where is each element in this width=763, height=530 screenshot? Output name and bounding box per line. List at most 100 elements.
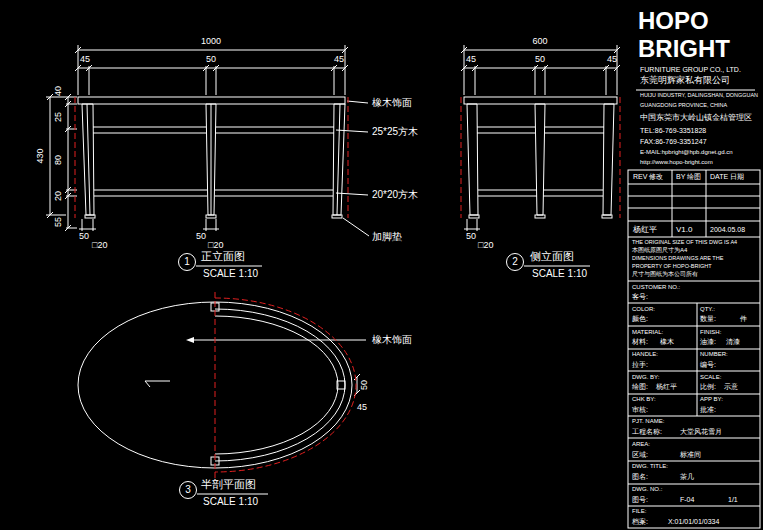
title-block-text: 颜色: <box>632 315 648 323</box>
title-block-text: 标准间 <box>680 451 701 459</box>
dimension-label: 45 <box>80 55 90 65</box>
title-block-text: DWG. BY: <box>632 374 659 381</box>
dimension-label: 橡木饰面 <box>372 97 412 108</box>
title-block-text: 图名: <box>632 473 648 481</box>
title-block-text: 比例: <box>700 383 716 391</box>
title-block-text: 数量: <box>700 315 716 323</box>
title-block-text: 材料: <box>632 338 648 346</box>
title-block-text: DWG. TITLE: <box>632 463 668 470</box>
view-number-circle: 1 <box>178 253 196 271</box>
title-block-text: 杨红平 <box>656 383 677 391</box>
title-block-text: COLOR: <box>632 306 655 313</box>
title-block-text: 橡木 <box>660 338 674 346</box>
title-block-text: E-MAIL:hpbright@hpb.dgnet.gd.cn <box>640 149 732 156</box>
title-block-text: 尺寸与图纸为本公司所有 <box>632 271 698 278</box>
dimension-label: 侧立面图 <box>530 250 574 262</box>
title-block-text: PROPERTY OF HOPO-BRIGHT <box>632 263 712 269</box>
title-block-text: 杨红平 <box>633 226 657 235</box>
title-block-text: FURNITURE GROUP CO., LTD. <box>640 66 741 74</box>
dimension-label: 50 <box>79 232 89 242</box>
title-block-text: AREA: <box>632 441 650 448</box>
dimension-label: 1000 <box>201 37 221 47</box>
view-number: 3 <box>185 485 191 495</box>
dimension-label: 50 <box>360 380 370 390</box>
title-block-text: 绘图: <box>632 383 648 391</box>
title-block-text: 拉手: <box>632 361 648 369</box>
dimension-label: 50 <box>196 232 206 242</box>
dimension-label: 430 <box>36 148 46 163</box>
view-number-circle: 3 <box>179 481 197 499</box>
dimension-label: □20 <box>92 241 107 251</box>
dimension-label: 25 <box>54 112 64 122</box>
title-block-text: MATERIAL: <box>632 329 663 336</box>
title-block-text: 2004.05.08 <box>710 226 745 234</box>
title-block-text: 茶几 <box>680 473 694 481</box>
dimension-label: 55 <box>54 217 64 227</box>
title-block-text: 1/1 <box>728 496 738 504</box>
dimension-label: 50 <box>206 55 216 65</box>
title-block-text: V1.0 <box>676 226 692 235</box>
title-block-text: 档案: <box>632 518 648 526</box>
title-block-text: 东莞明辉家私有限公司 <box>640 76 730 86</box>
title-block-text: HOPO <box>638 8 709 34</box>
view-number-circle: 2 <box>506 253 524 271</box>
title-block-text: X:01/01/01/0334 <box>668 518 719 526</box>
dimension-label: 橡木饰面 <box>372 334 412 345</box>
title-block-text: DWG. NO.: <box>632 486 662 493</box>
title-block-text: 图号: <box>632 496 648 504</box>
title-block-text: BY 绘图 <box>676 173 701 181</box>
title-block-text: 清漆 <box>726 338 740 346</box>
dimension-label: 20*20方木 <box>372 189 418 200</box>
dimension-label: 半剖平面图 <box>201 478 256 490</box>
title-block-text: FILE: <box>632 508 646 515</box>
dimension-label: SCALE 1:10 <box>203 496 258 507</box>
title-block-text: REV 修改 <box>633 173 663 181</box>
title-block-text: SCALE: <box>700 374 721 381</box>
dimension-label: □20 <box>478 241 493 251</box>
title-block-text: http://www.hopo-bright.com <box>640 159 713 166</box>
title-block-text: HANDLE: <box>632 351 658 358</box>
dimension-label: 80 <box>54 155 64 165</box>
title-block-text: DATE 日期 <box>710 173 744 181</box>
dimension-label: 50 <box>466 232 476 242</box>
dimension-label: 45 <box>334 55 344 65</box>
title-block-text: 编号: <box>700 361 716 369</box>
title-block-text: THE ORIGINAL SIZE OF THIS DWG IS A4 <box>632 239 737 245</box>
title-block-text: NUMBER: <box>700 351 728 358</box>
title-block-text: TEL:86-769-3351828 <box>640 127 706 135</box>
dimension-label: 正立面图 <box>201 250 245 262</box>
title-block-text: 本图纸原图尺寸为A4 <box>632 247 687 254</box>
dimension-label: 600 <box>532 37 547 47</box>
dimension-label: SCALE 1:10 <box>203 268 258 279</box>
title-block-text: DIMENSIONS DRAWINGS ARE THE <box>632 255 723 261</box>
view-number: 2 <box>512 257 518 267</box>
title-block-text: HUIJU INDUSTRY, DALINGSHAN, DONGGUAN <box>640 93 758 99</box>
title-block-text: BRIGHT <box>638 36 730 62</box>
title-block-text: PJT. NAME: <box>632 418 664 425</box>
title-block-text: CUSTOMER NO.: <box>632 284 680 291</box>
dimension-label: 45 <box>357 403 367 413</box>
title-block-text: GUANGDONG PROVINCE, CHINA <box>640 102 727 108</box>
title-block-text: FINISH: <box>700 329 721 336</box>
title-block-text: APP BY: <box>700 396 723 403</box>
title-block-text: 批准: <box>700 406 716 414</box>
title-block-text: 审核: <box>632 406 648 414</box>
title-block-text: QTY.: <box>700 306 715 313</box>
view-number: 1 <box>184 257 190 267</box>
title-block-text: 工程名称: <box>632 428 662 436</box>
dimension-label: 加脚垫 <box>372 231 402 242</box>
title-block-text: 示意 <box>724 383 738 391</box>
title-block-text: FAX:86-769-3351247 <box>640 138 707 146</box>
dimension-label: 45 <box>607 55 617 65</box>
title-block-text: F-04 <box>680 496 694 504</box>
dimension-label: SCALE 1:10 <box>532 268 587 279</box>
title-block-text: CHK BY: <box>632 396 656 403</box>
title-block-text: 大堂风花雪月 <box>680 428 722 436</box>
dimension-label: 45 <box>466 55 476 65</box>
dimension-label: 50 <box>535 55 545 65</box>
dimension-label: 25*25方木 <box>372 126 418 137</box>
dimension-label: □20 <box>208 241 223 251</box>
dimension-label: 40 <box>54 86 64 96</box>
dimension-label: 20 <box>54 191 64 201</box>
